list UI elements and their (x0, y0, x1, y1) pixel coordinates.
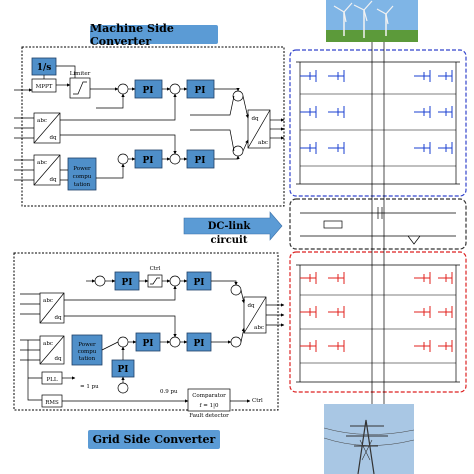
dq-label: dq (247, 303, 255, 309)
dq-label: dq (54, 356, 62, 362)
sum-junction (117, 336, 129, 348)
comparator-rule: f = 1|0 (200, 403, 219, 409)
braking-resistor (323, 220, 343, 229)
ctrl-output-label: Ctrl (252, 398, 263, 404)
power-comp-label: compu (78, 349, 97, 355)
sum-junction (117, 83, 129, 95)
threshold-label: 0.9 pu (160, 389, 178, 395)
sum-junction (169, 83, 181, 95)
grid-converter-frame (289, 251, 467, 393)
machine-pi-label: PI (143, 86, 154, 96)
dq-label: dq (251, 116, 259, 122)
machine-pi-label: PI (143, 156, 154, 166)
grid-pi-label: PI (194, 339, 205, 349)
power-comp-label: Power (78, 342, 96, 348)
ctrl-label: Ctrl (150, 266, 161, 272)
sum-junction (117, 382, 129, 394)
machine-side-title: Machine Side Converter (90, 22, 218, 48)
dq-label: dq (49, 177, 57, 183)
comparator-label: Comparator (192, 393, 226, 399)
sum-junction (230, 336, 242, 348)
abc-label: abc (254, 325, 264, 331)
dc-link-frame (289, 198, 467, 250)
fault-detector-label: Fault detector (189, 413, 229, 419)
grid-pi-label: PI (143, 339, 154, 349)
dq-label: dq (54, 315, 62, 321)
sum-junction (169, 153, 181, 165)
abc-label: abc (258, 140, 268, 146)
grid-igbt-legs (300, 272, 453, 352)
dc-link-arrow (183, 211, 283, 241)
sum-junction (94, 275, 106, 287)
pll-label: PLL (46, 377, 57, 383)
wind-turbine-photo (326, 0, 418, 42)
chopper-switch (407, 235, 421, 245)
limiter-block (69, 77, 91, 99)
grid-pi-label: PI (118, 365, 129, 375)
machine-pi-label: PI (195, 86, 206, 96)
abc-label: abc (37, 118, 47, 124)
mppt-label: MPPT (36, 84, 53, 90)
grid-power-computation-block (71, 334, 103, 366)
transmission-tower-photo (323, 404, 415, 474)
power-comp-label: compu (73, 174, 92, 180)
machine-power-computation-block (67, 157, 97, 191)
grid-phase-lines (300, 294, 456, 364)
machine-phase-lines (300, 93, 456, 167)
power-comp-label: tation (79, 356, 96, 362)
machine-control-frame (21, 46, 285, 207)
sum-junction (232, 145, 244, 157)
abc-label: abc (43, 341, 53, 347)
sum-junction (230, 284, 242, 296)
limiter-label: Limiter (70, 71, 91, 77)
dq-label: dq (49, 135, 57, 141)
grid-side-title: Grid Side Converter (88, 430, 220, 449)
rms-label: RMS (45, 400, 59, 406)
power-comp-label: Power (73, 166, 91, 172)
power-comp-label: tation (74, 182, 91, 188)
machine-converter-frame (289, 49, 467, 197)
grid-control-frame (13, 252, 279, 411)
grid-pi-label: PI (194, 278, 205, 288)
abc-label: abc (43, 298, 53, 304)
sum-junction (232, 90, 244, 102)
reference-label: = 1 pu (80, 384, 99, 390)
machine-igbt-legs (300, 70, 453, 154)
sum-junction (117, 153, 129, 165)
dc-link-title: DC-link circuit (207, 221, 251, 246)
sum-junction (169, 336, 181, 348)
sum-junction (169, 275, 181, 287)
grid-pi-label: PI (122, 278, 133, 288)
machine-pi-label: PI (195, 156, 206, 166)
abc-label: abc (37, 160, 47, 166)
integrator-label: 1/s (37, 63, 52, 73)
